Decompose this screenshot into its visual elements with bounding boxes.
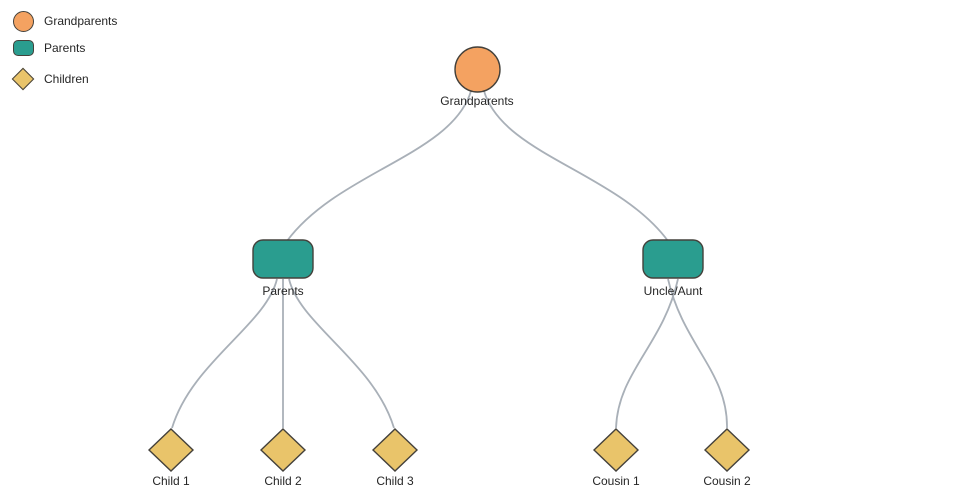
edge-parents-child1	[171, 278, 278, 429]
legend-label-children: Children	[44, 72, 89, 86]
label-cousin2: Cousin 2	[703, 474, 751, 488]
children-diamond-swatch-icon	[11, 67, 35, 91]
label-parents: Parents	[262, 284, 303, 298]
node-layer	[147, 46, 751, 472]
node-uncle-aunt	[642, 239, 704, 279]
edge-uncle-aunt-cousin1	[615, 278, 679, 429]
label-cousin1: Cousin 1	[592, 474, 640, 488]
node-child1	[147, 428, 195, 472]
label-child2: Child 2	[264, 474, 302, 488]
legend-label-grandparents: Grandparents	[44, 14, 118, 28]
node-child3	[371, 428, 419, 472]
legend-item-children: Children	[10, 67, 117, 91]
legend-item-parents: Parents	[10, 36, 117, 60]
edge-uncle-aunt-cousin2	[667, 278, 728, 429]
label-child3: Child 3	[376, 474, 414, 488]
node-cousin1	[592, 428, 640, 472]
node-child2	[259, 428, 307, 472]
label-uncle-aunt: Uncle/Aunt	[644, 284, 703, 298]
node-grandparents	[454, 46, 501, 93]
parents-rect-swatch-icon	[12, 40, 34, 56]
label-grandparents: Grandparents	[440, 94, 513, 108]
edge-grandparents-parents	[286, 90, 472, 242]
node-parents	[252, 239, 314, 279]
legend-item-grandparents: Grandparents	[10, 9, 117, 33]
grandparents-circle-swatch-icon	[12, 10, 34, 32]
edge-parents-child3	[288, 278, 395, 429]
legend-label-parents: Parents	[44, 41, 86, 55]
label-child1: Child 1	[152, 474, 190, 488]
label-layer: Grandparents Parents Uncle/Aunt Child 1 …	[152, 94, 751, 488]
edge-layer	[171, 90, 728, 429]
edge-grandparents-uncle-aunt	[483, 90, 669, 242]
legend: Grandparents Parents Children	[10, 9, 117, 91]
node-cousin2	[703, 428, 751, 472]
